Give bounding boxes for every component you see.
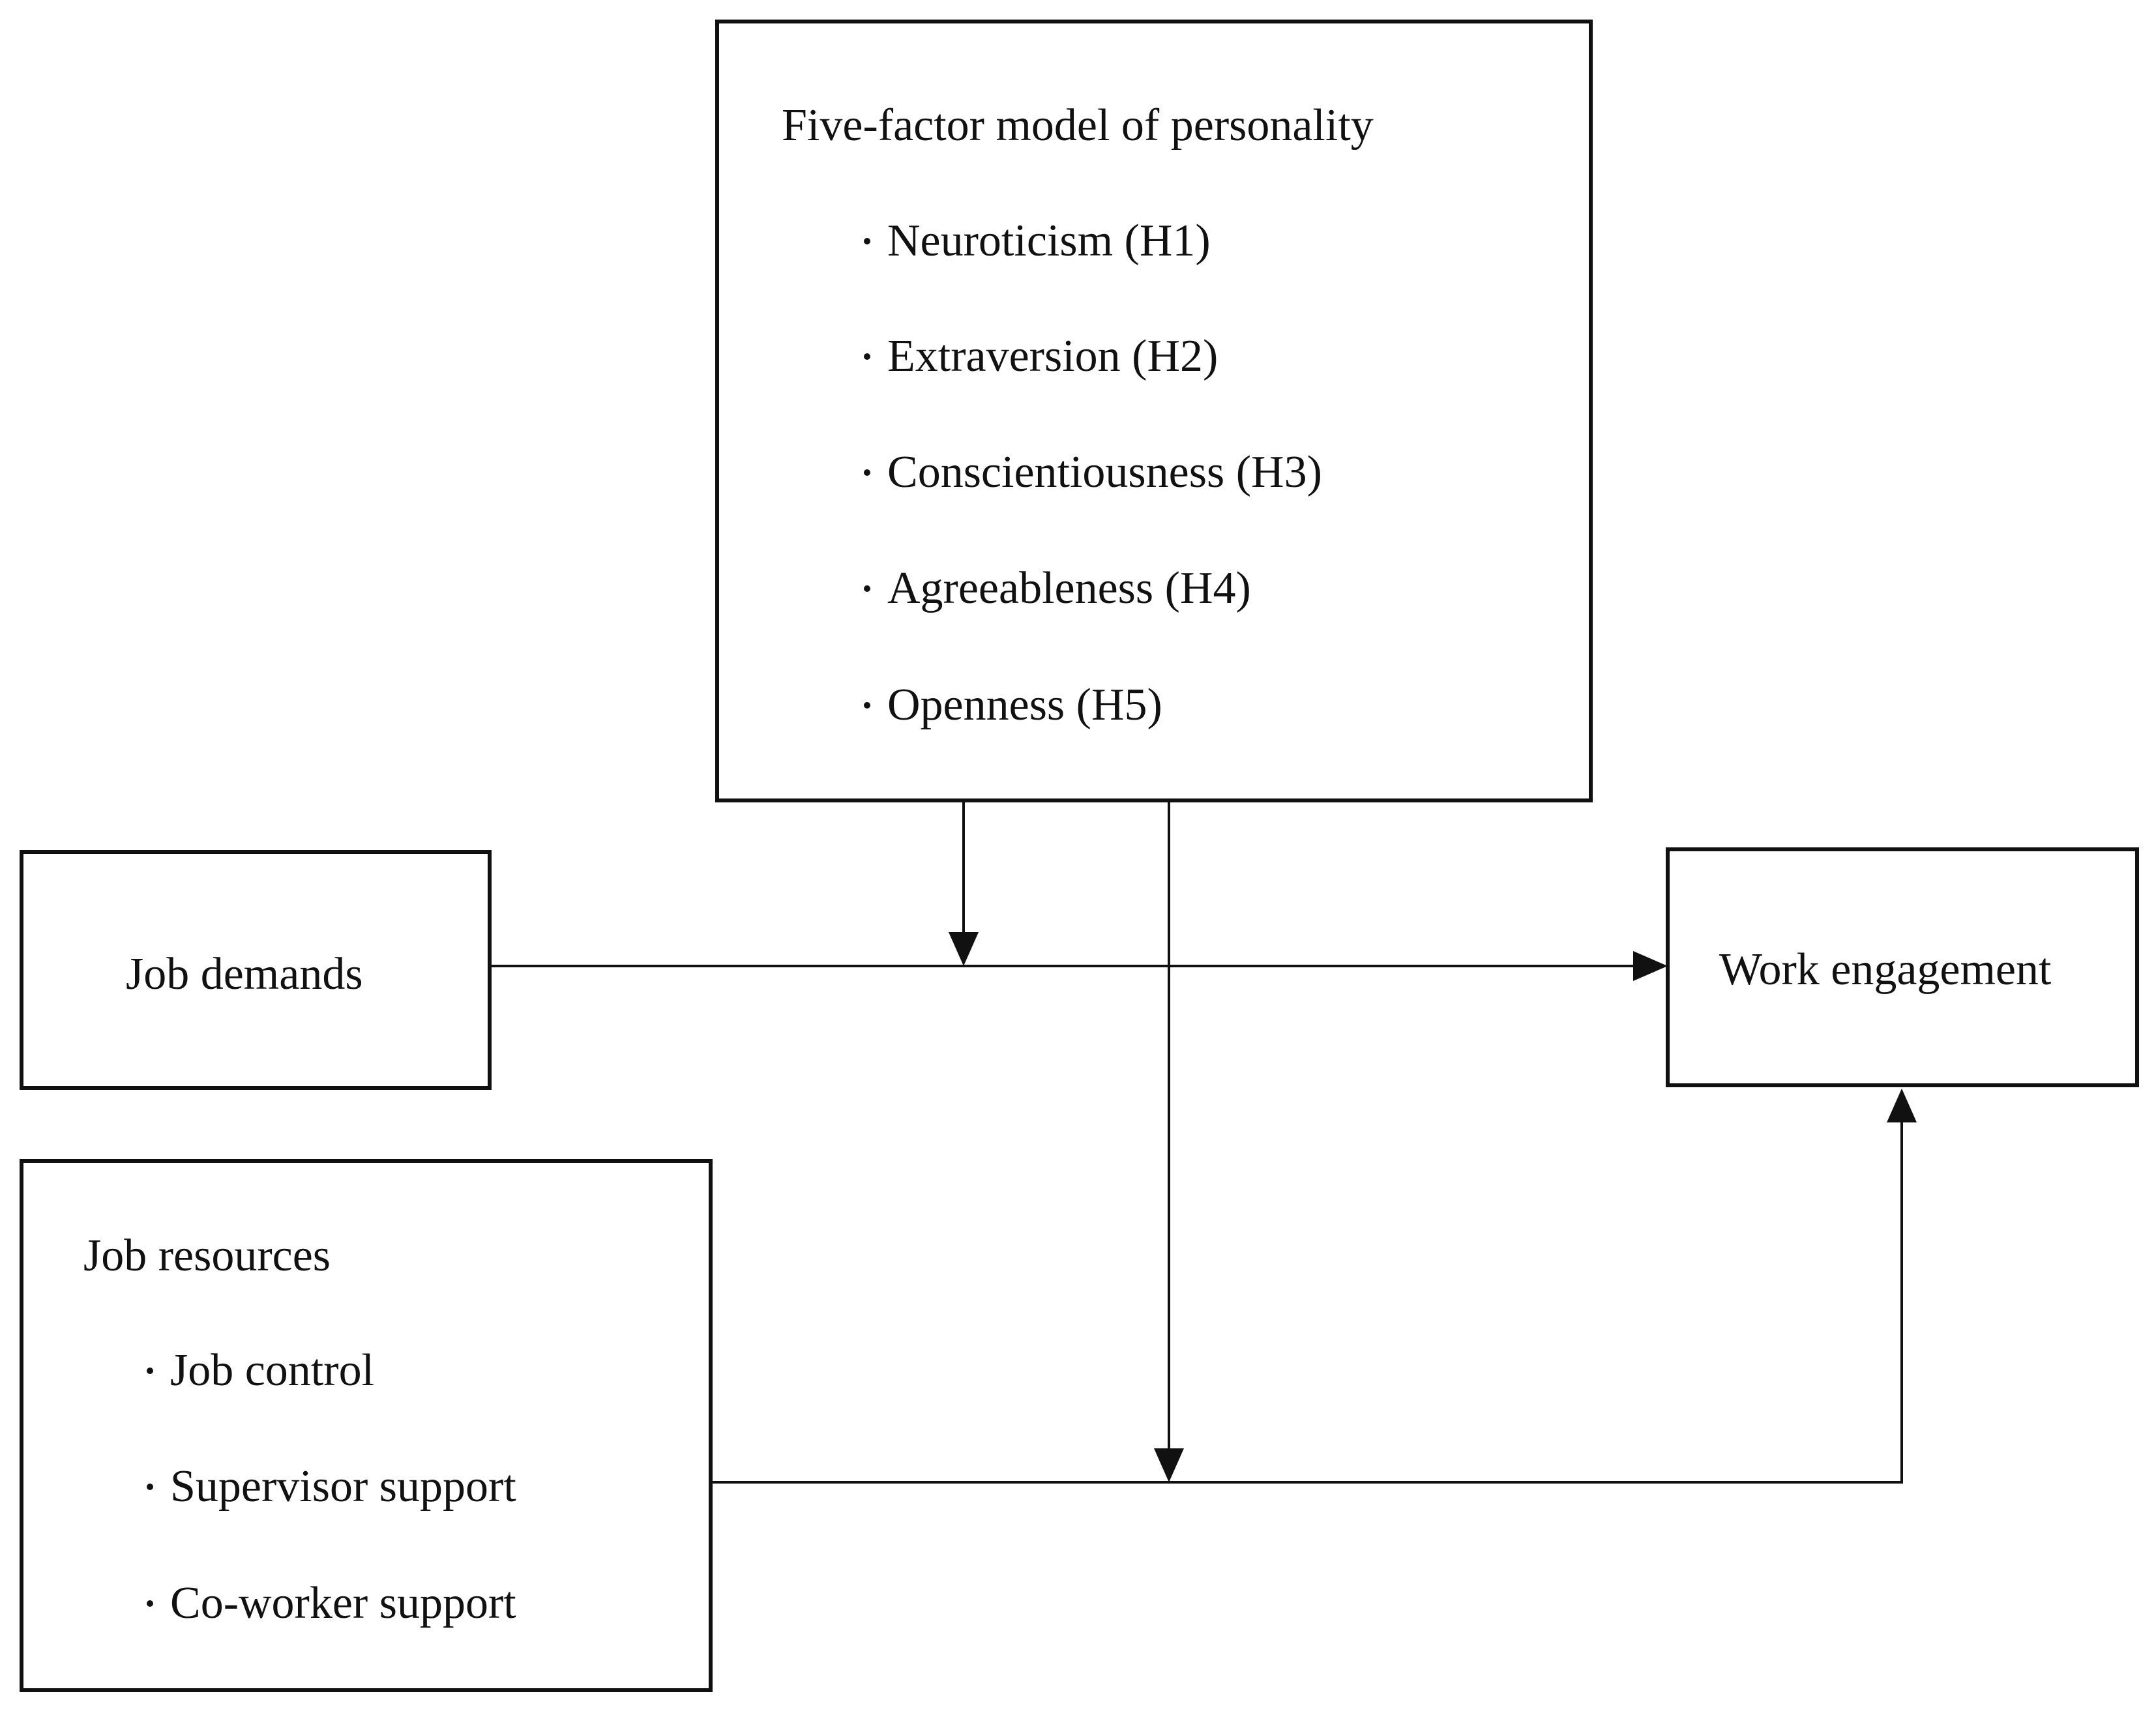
job-demands-label: Job demands (126, 949, 363, 999)
bullet-dot (864, 585, 870, 592)
bullet-dot (147, 1600, 153, 1607)
job-resources-item-label: Job control (170, 1345, 375, 1396)
job-resources-item-job-control: Job control (147, 1348, 374, 1394)
personality-box (715, 20, 1593, 802)
arrowhead-demands-moderation (949, 932, 979, 966)
personality-item-label: Openness (H5) (887, 680, 1162, 730)
job-resources-item-label: Supervisor support (170, 1461, 516, 1512)
personality-item-openness: Openness (H5) (864, 682, 1162, 728)
personality-item-label: Agreeableness (H4) (887, 563, 1251, 613)
bullet-dot (147, 1483, 153, 1490)
job-resources-box (20, 1159, 713, 1692)
bullet-dot (864, 353, 870, 360)
job-resources-item-co-worker-support: Co-worker support (147, 1581, 516, 1626)
personality-item-label: Extraversion (H2) (887, 331, 1218, 381)
arrowhead-resources-moderation (1154, 1448, 1184, 1482)
personality-item-label: Conscientiousness (H3) (887, 447, 1322, 497)
work-engagement-label: Work engagement (1719, 944, 2052, 995)
bullet-dot (864, 237, 870, 244)
personality-title: Five-factor model of personality (782, 100, 1374, 151)
arrowhead-work-engagement-bottom (1887, 1089, 1917, 1122)
work-engagement-box (1666, 847, 2139, 1087)
bullet-dot (864, 701, 870, 709)
job-resources-item-label: Co-worker support (170, 1578, 516, 1628)
personality-item-agreeableness: Agreeableness (H4) (864, 566, 1251, 611)
personality-item-conscientiousness: Conscientiousness (H3) (864, 450, 1322, 495)
bullet-dot (864, 469, 870, 476)
personality-item-label: Neuroticism (H1) (887, 216, 1211, 266)
personality-item-neuroticism: Neuroticism (H1) (864, 218, 1211, 264)
arrowhead-work-engagement-left (1633, 951, 1668, 981)
job-demands-box (20, 850, 492, 1090)
bullet-dot (147, 1367, 153, 1374)
personality-item-extraversion: Extraversion (H2) (864, 334, 1218, 379)
job-resources-title: Job resources (83, 1231, 331, 1281)
job-resources-item-supervisor-support: Supervisor support (147, 1464, 516, 1510)
arrow-job-resources-to-work-engagement (713, 1120, 1903, 1484)
